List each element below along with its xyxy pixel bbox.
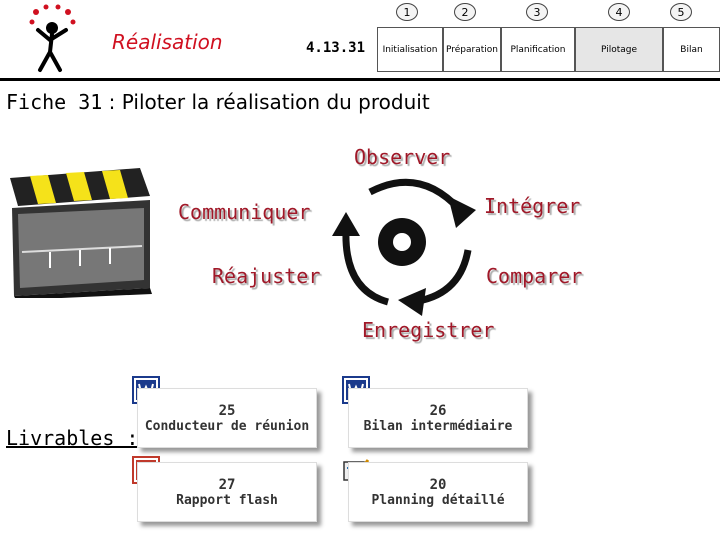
phase-bar: Initialisation Préparation Planification… bbox=[377, 27, 720, 72]
phase-label: Préparation bbox=[446, 44, 498, 55]
section-title: Réalisation bbox=[112, 30, 223, 54]
livrables-label: Livrables : bbox=[6, 426, 139, 450]
phase-label: Bilan bbox=[680, 44, 703, 55]
cycle-integrer-label: Intégrer bbox=[484, 194, 581, 218]
phase-label: Planification bbox=[510, 44, 566, 55]
phase-number-badge: 4 bbox=[608, 3, 630, 21]
deliverable-card-20[interactable]: 20 Planning détaillé bbox=[348, 462, 528, 522]
phase-planification[interactable]: Planification bbox=[501, 27, 575, 72]
cycle-reajuster-label: Réajuster bbox=[212, 264, 321, 288]
phase-preparation[interactable]: Préparation bbox=[443, 27, 501, 72]
deliverable-title: Bilan intermédiaire bbox=[363, 418, 513, 434]
deliverable-card-27[interactable]: 27 Rapport flash bbox=[137, 462, 317, 522]
phase-initialisation[interactable]: Initialisation bbox=[377, 27, 443, 72]
deliverable-number: 26 bbox=[429, 402, 447, 419]
clapperboard-icon bbox=[10, 168, 152, 298]
deliverable-card-26[interactable]: 26 Bilan intermédiaire bbox=[348, 388, 528, 448]
phase-number-badge: 5 bbox=[670, 3, 692, 21]
header-divider bbox=[0, 78, 720, 81]
cycle-comparer-label: Comparer bbox=[486, 264, 583, 288]
deliverable-title: Planning détaillé bbox=[371, 492, 505, 508]
phase-label: Initialisation bbox=[382, 44, 438, 55]
phase-bilan[interactable]: Bilan bbox=[663, 27, 720, 72]
cycle-enregistrer-label: Enregistrer bbox=[362, 318, 495, 342]
cycle-communiquer-label: Communiquer bbox=[178, 200, 311, 224]
phase-number-badge: 1 bbox=[396, 3, 418, 21]
deliverable-title: Conducteur de réunion bbox=[144, 418, 310, 434]
phase-number-badge: 2 bbox=[454, 3, 476, 21]
juggler-logo-icon bbox=[29, 4, 76, 72]
cycle-arrows-icon bbox=[332, 178, 476, 316]
phase-number-badge: 3 bbox=[526, 3, 548, 21]
fiche-number: Fiche 31 bbox=[6, 90, 103, 114]
deliverable-title: Rapport flash bbox=[176, 492, 278, 508]
deliverable-number: 20 bbox=[429, 476, 447, 493]
phase-label: Pilotage bbox=[600, 44, 638, 55]
fiche-title: Fiche 31 : Piloter la réalisation du pro… bbox=[6, 90, 430, 114]
sheet-code: 4.13.31 bbox=[306, 40, 366, 56]
fiche-subtitle: : Piloter la réalisation du produit bbox=[102, 90, 430, 114]
deliverable-number: 25 bbox=[218, 402, 236, 419]
deliverable-number: 27 bbox=[218, 476, 236, 493]
phase-pilotage[interactable]: Pilotage bbox=[575, 27, 663, 72]
cycle-observer-label: Observer bbox=[354, 145, 451, 169]
deliverable-card-25[interactable]: 25 Conducteur de réunion bbox=[137, 388, 317, 448]
